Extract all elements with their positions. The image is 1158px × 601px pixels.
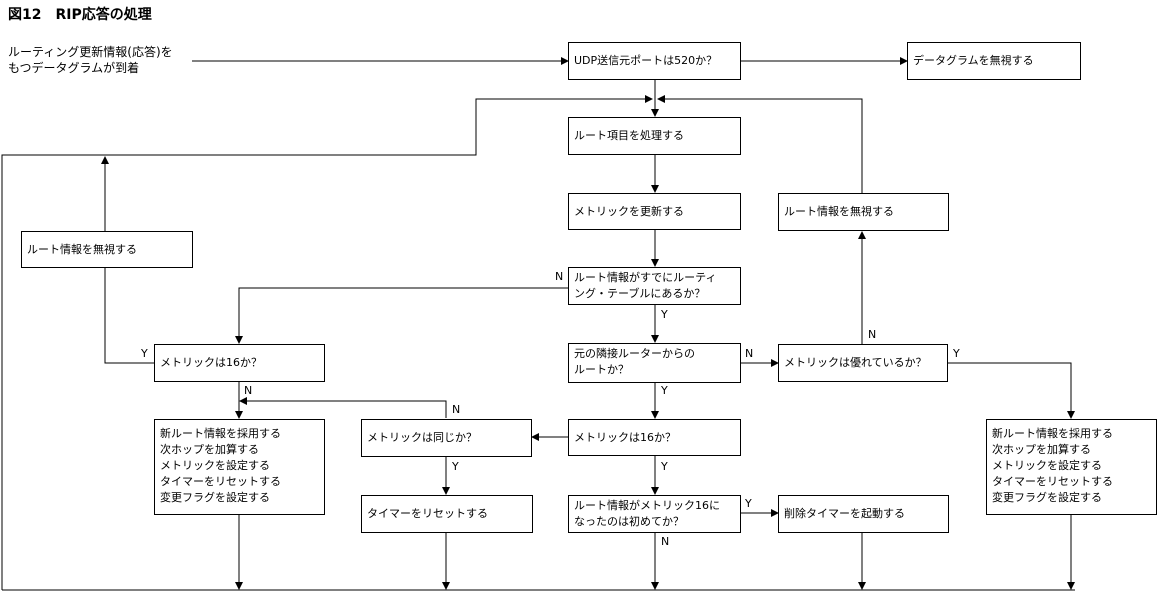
label-table-yes: Y: [661, 308, 668, 321]
update-metric-label: メトリックを更新する: [574, 204, 684, 218]
arrow-metric-same-no: [239, 397, 447, 418]
adopt-left-line-2: 次ホップを加算する: [160, 443, 259, 456]
adopt-right-line-1: 新ルート情報を採用する: [992, 427, 1113, 440]
adopt-route-right: 新ルート情報を採用する 次ホップを加算する メトリックを設定する タイマーをリセ…: [986, 419, 1157, 515]
metric-same-check: メトリックは同じか？: [361, 419, 532, 457]
adopt-left-line-5: 変更フラグを設定する: [160, 491, 270, 504]
intro-line-2: もつデータグラムが到着: [8, 61, 140, 75]
arrow-table-no: [235, 287, 568, 344]
adopt-right-line-2: 次ホップを加算する: [992, 443, 1091, 456]
same-router-line-1: 元の隣接ルーターからの: [574, 347, 695, 360]
label-first-time-no: N: [661, 535, 670, 548]
label-same-router-no: N: [745, 347, 754, 360]
arrow-better-yes: [948, 362, 1075, 419]
label-metric16-center-yes: Y: [661, 460, 668, 473]
label-metric-same-no: N: [452, 403, 461, 416]
adopt-left-line-1: 新ルート情報を採用する: [160, 427, 281, 440]
already-in-table-line-1: ルート情報がすでにルーティ: [574, 271, 717, 284]
metric16-center-label: メトリックは16か？: [574, 430, 676, 444]
adopt-right-line-5: 変更フラグを設定する: [992, 491, 1102, 504]
first-time-metric16-check: ルート情報がメトリック16に なったのは初めてか？: [568, 495, 741, 533]
same-router-check: 元の隣接ルーターからの ルートか？: [568, 343, 741, 383]
discard-datagram: データグラムを無視する: [907, 42, 1081, 80]
metric16-center-check: メトリックは16か？: [568, 419, 741, 456]
intro-text: ルーティング更新情報(応答)を もつデータグラムが到着: [8, 44, 173, 76]
metric-better-check: メトリックは優れているか？: [778, 344, 948, 382]
label-table-no: N: [555, 270, 564, 283]
figure-title: 図12 RIP応答の処理: [8, 7, 152, 23]
udp-port-check-label: UDP送信元ポートは520か？: [574, 54, 718, 67]
first-time-line-2: なったのは初めてか？: [574, 515, 684, 528]
arrow-loop-left: [1, 95, 653, 590]
label-metric16-left-no: N: [244, 384, 253, 397]
arrow-loop-right: [657, 95, 863, 193]
adopt-left-line-4: タイマーをリセットする: [160, 475, 281, 488]
label-same-router-yes: Y: [661, 384, 668, 397]
reset-timer-label: タイマーをリセットする: [367, 507, 488, 520]
label-metric-same-yes: Y: [452, 460, 459, 473]
discard-datagram-label: データグラムを無視する: [913, 54, 1034, 67]
ignore-route-left-label: ルート情報を無視する: [27, 242, 137, 256]
ignore-route-right: ルート情報を無視する: [778, 193, 949, 231]
metric-better-label: メトリックは優れているか？: [784, 356, 927, 369]
process-route-entry: ルート項目を処理する: [568, 117, 741, 155]
label-metric16-left-yes: Y: [141, 347, 148, 360]
same-router-line-2: ルートか？: [574, 363, 629, 376]
already-in-table-check: ルート情報がすでにルーティ ング・テーブルにあるか？: [568, 267, 741, 305]
ignore-route-right-label: ルート情報を無視する: [784, 205, 894, 218]
adopt-right-line-4: タイマーをリセットする: [992, 475, 1113, 488]
start-delete-timer: 削除タイマーを起動する: [778, 495, 949, 533]
udp-port-check: UDP送信元ポートは520か？: [568, 42, 741, 80]
process-route-entry-label: ルート項目を処理する: [574, 129, 684, 142]
intro-line-1: ルーティング更新情報(応答)を: [8, 45, 173, 59]
metric16-left-check: メトリックは16か？: [154, 344, 325, 382]
reset-timer: タイマーをリセットする: [361, 495, 533, 533]
already-in-table-line-2: ング・テーブルにあるか？: [574, 287, 706, 300]
metric16-left-label: メトリックは16か？: [160, 356, 262, 369]
start-delete-timer-label: 削除タイマーを起動する: [784, 507, 905, 520]
first-time-line-1: ルート情報がメトリック16に: [574, 499, 720, 512]
adopt-left-line-3: メトリックを設定する: [160, 459, 270, 472]
label-better-yes: Y: [953, 347, 960, 360]
adopt-right-line-3: メトリックを設定する: [992, 459, 1102, 472]
label-first-time-yes: Y: [745, 497, 752, 510]
ignore-route-left: ルート情報を無視する: [21, 231, 193, 268]
adopt-route-left: 新ルート情報を採用する 次ホップを加算する メトリックを設定する タイマーをリセ…: [154, 419, 325, 515]
metric-same-label: メトリックは同じか？: [367, 431, 477, 444]
label-better-no: N: [868, 328, 877, 341]
update-metric: メトリックを更新する: [568, 193, 741, 230]
